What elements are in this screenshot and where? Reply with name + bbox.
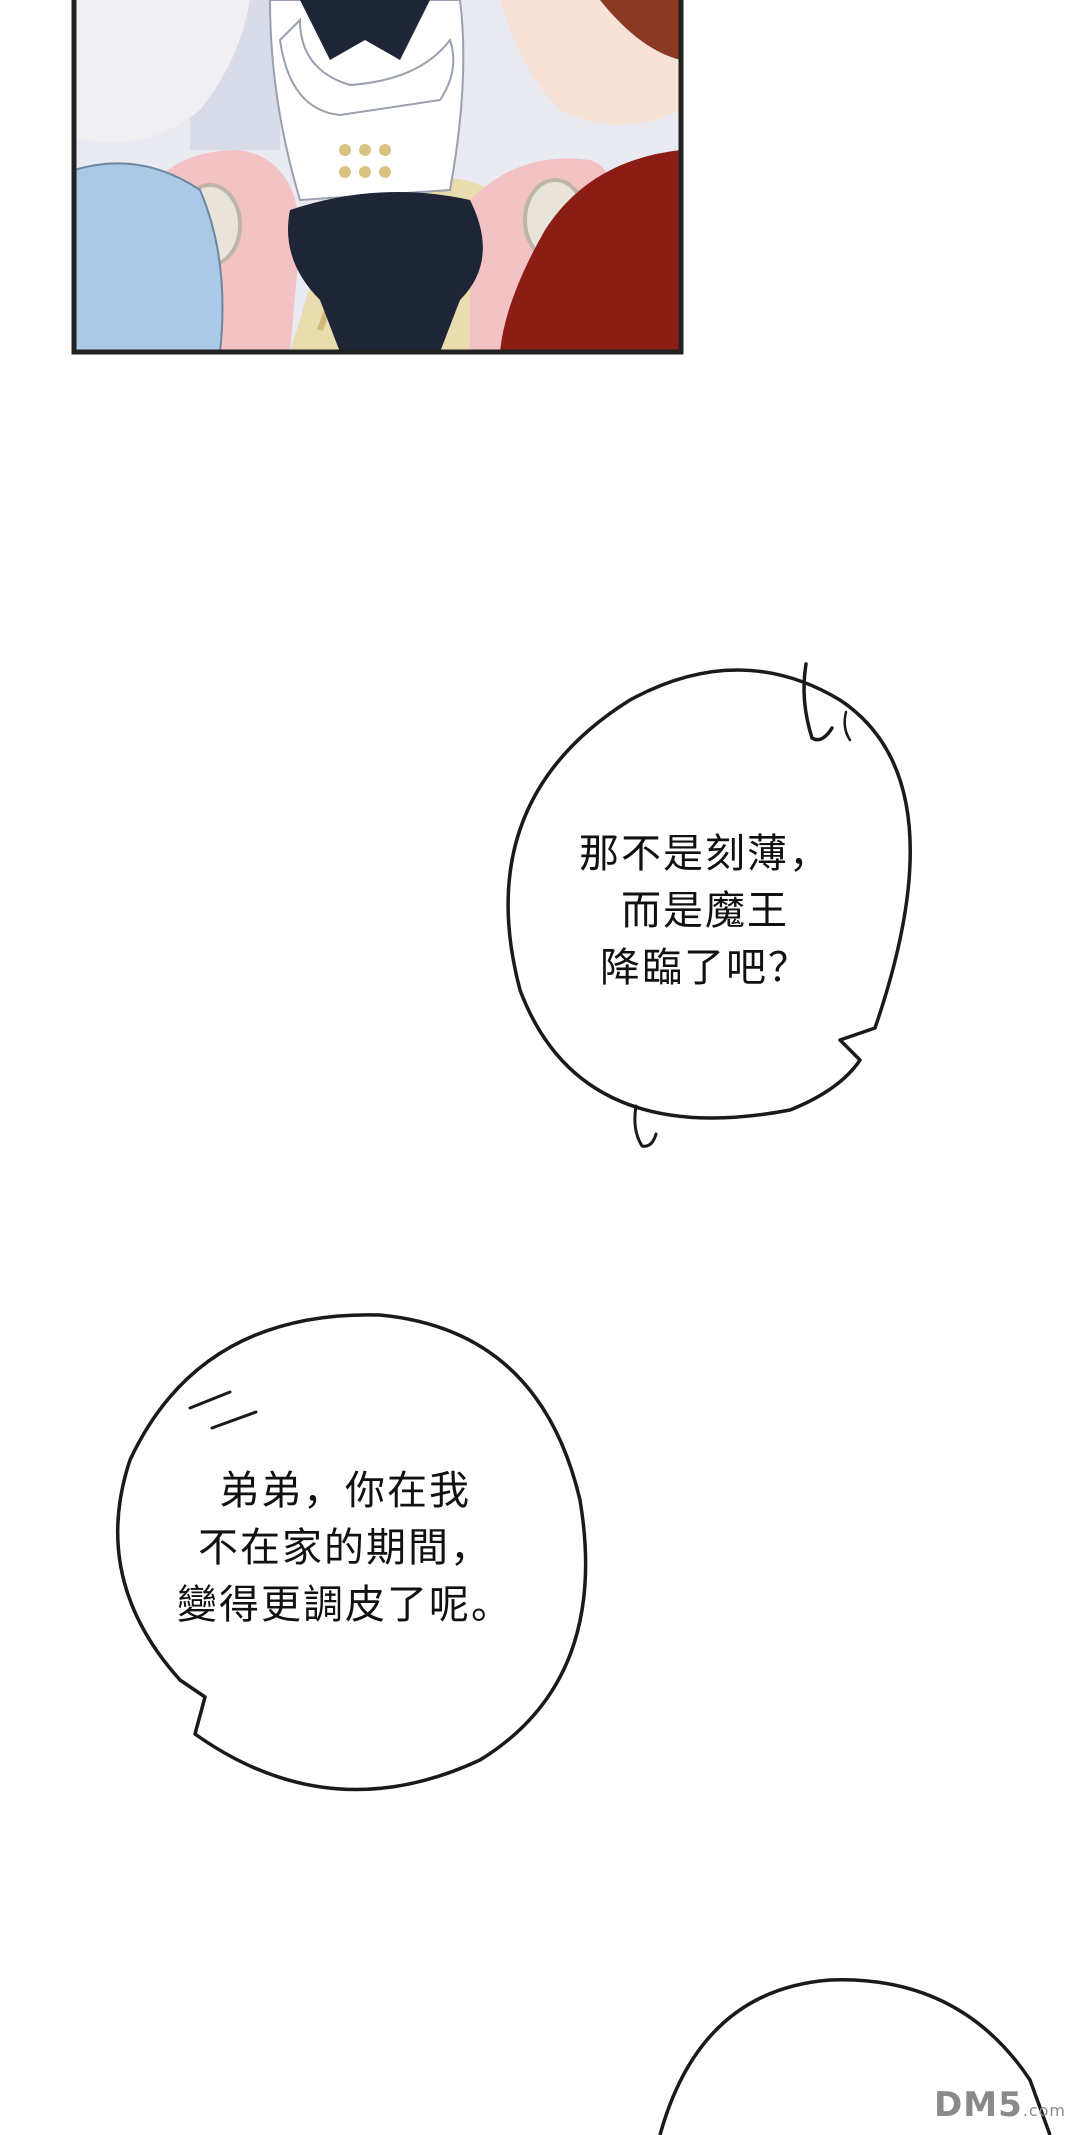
comic-panel <box>71 0 684 355</box>
emphasis-mark <box>843 710 852 742</box>
dialogue-line: 那不是刻薄， <box>579 831 831 877</box>
emphasis-mark <box>210 1410 258 1430</box>
dialogue-line: 變得更調皮了呢。 <box>177 1582 513 1628</box>
emphasis-mark <box>802 662 834 742</box>
site-watermark: DM5.com <box>934 2085 1066 2125</box>
speech-bubble-1-text: 那不是刻薄， 而是魔王 降臨了吧？ <box>510 826 900 997</box>
left-character-blue-shirt <box>74 162 224 352</box>
speech-bubble-2-text: 弟弟，你在我 不在家的期間， 變得更調皮了呢。 <box>130 1463 560 1634</box>
dialogue-line: 降臨了吧？ <box>600 945 810 991</box>
dialogue-line: 不在家的期間， <box>198 1525 492 1571</box>
speech-bubble-1 <box>506 662 912 1148</box>
dialogue-line: 弟弟，你在我 <box>219 1468 471 1514</box>
emphasis-mark <box>633 1104 658 1148</box>
speech-bubble-2 <box>115 1313 588 1792</box>
right-character-red-coat <box>500 150 681 352</box>
sailor-collar <box>300 0 430 60</box>
left-character-hair <box>74 0 250 142</box>
watermark-suffix: .com <box>1022 2101 1066 2120</box>
emphasis-mark <box>188 1390 232 1410</box>
character-legs <box>288 192 483 352</box>
panel-border <box>71 0 684 355</box>
speech-bubble-3 <box>658 1978 1052 2135</box>
watermark-brand: DM5 <box>934 2085 1023 2125</box>
dialogue-line: 而是魔王 <box>621 888 789 934</box>
uniform-buttons <box>339 144 391 178</box>
crossed-arms <box>278 17 455 117</box>
